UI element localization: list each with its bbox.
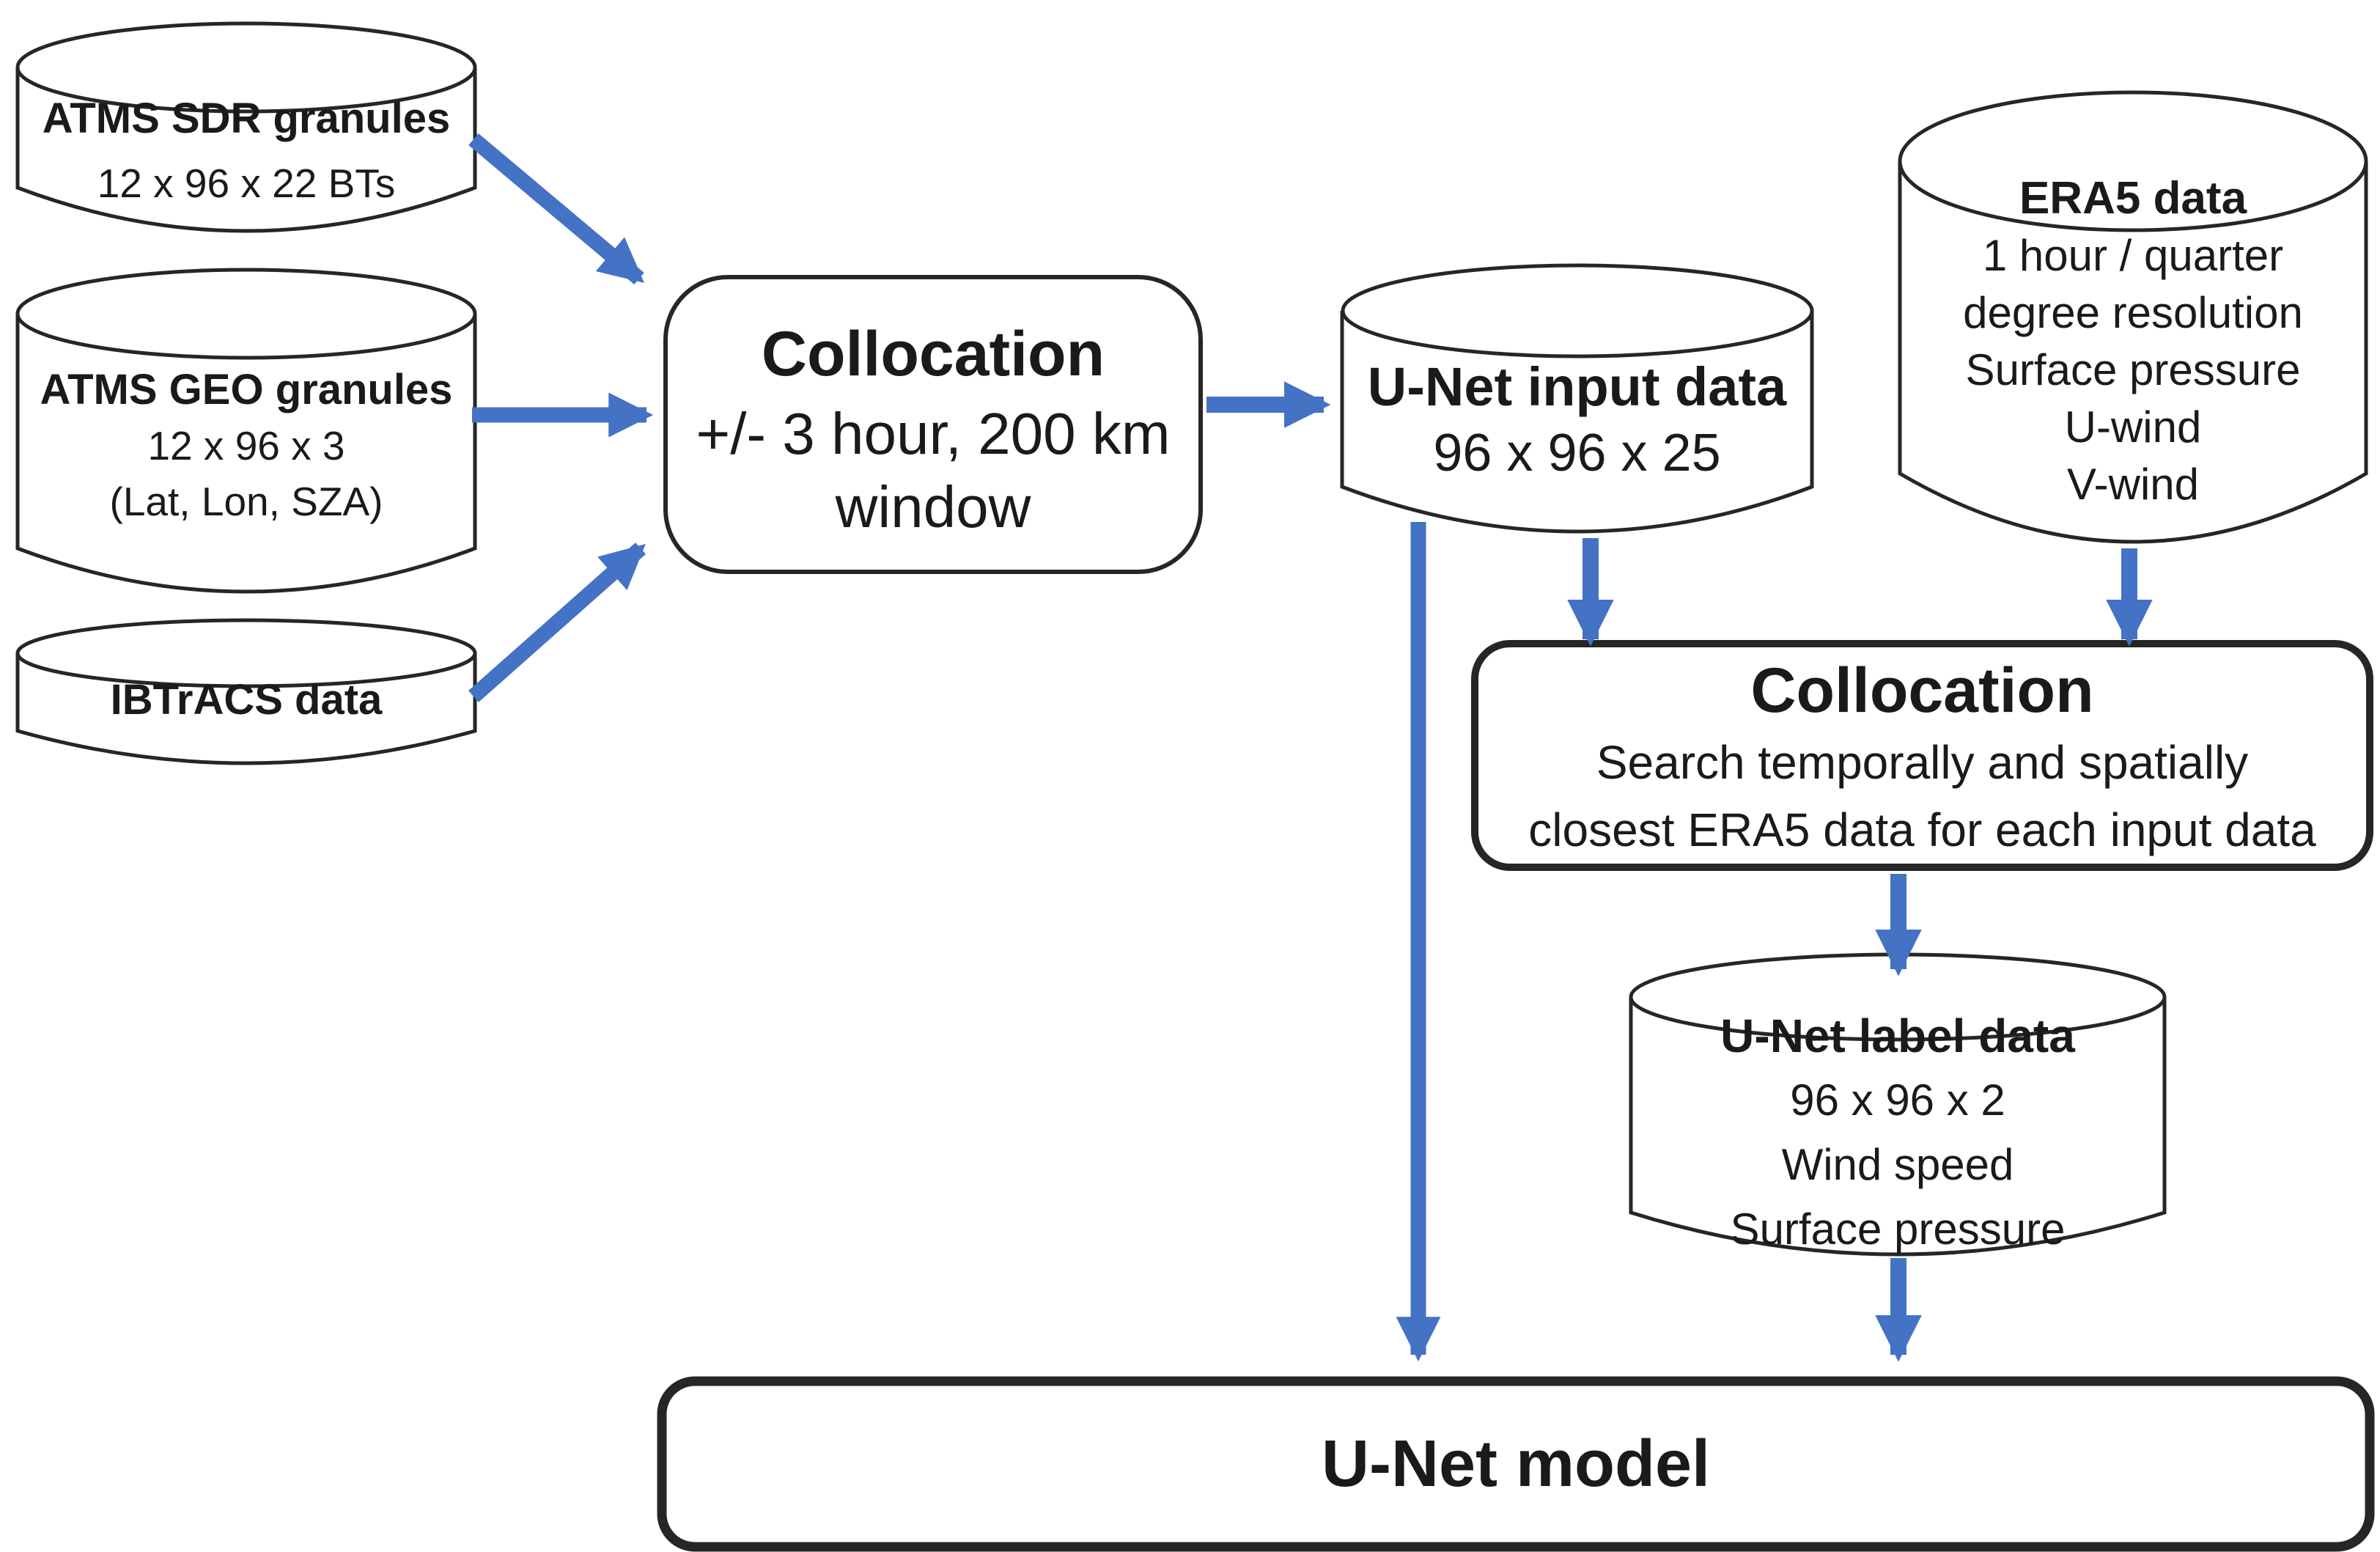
cylinder-top <box>1341 263 1814 358</box>
node-detail: 96 x 96 x 25 <box>1433 424 1721 482</box>
cylinder-body <box>15 67 477 233</box>
node-unet-label-cylinder <box>1629 952 2167 1257</box>
node-detail: V-wind <box>2066 460 2200 509</box>
node-title: ATMS SDR granules <box>42 95 451 142</box>
node-title: Collocation <box>1750 655 2094 726</box>
node-detail: window <box>835 474 1031 540</box>
node-atms-geo-cylinder <box>15 268 477 594</box>
node-unet-input-cylinder <box>1340 263 1814 534</box>
node-ibtracs-cylinder <box>15 618 477 765</box>
node-unet-label-label: U-Net label data 96 x 96 x 2 Wind speed … <box>1631 1004 2165 1262</box>
node-detail: Surface pressure <box>1965 345 2301 394</box>
node-unet-model-box <box>657 1376 2375 1552</box>
node-detail: (Lat, Lon, SZA) <box>109 479 383 524</box>
node-collocation-1-box <box>663 275 1203 574</box>
node-title: ERA5 data <box>2019 173 2247 224</box>
node-detail: 96 x 96 x 2 <box>1790 1075 2005 1125</box>
cylinder-top <box>1898 90 2368 232</box>
node-detail: Search temporally and spatially <box>1596 736 2249 789</box>
node-unet-input-label: U-Net input data 96 x 96 x 25 <box>1342 355 1812 487</box>
arrow-atms-sdr-to-collocation-1 <box>468 133 644 285</box>
cylinder-body <box>1629 997 2167 1257</box>
cylinder-body <box>1898 161 2368 544</box>
node-title: U-Net model <box>1321 1427 1711 1501</box>
node-era5-label: ERA5 data 1 hour / quarter degree resolu… <box>1900 170 2366 513</box>
node-collocation-2-label: Collocation Search temporally and spatia… <box>1475 652 2370 864</box>
node-detail: 12 x 96 x 3 <box>147 423 345 468</box>
cylinder-body <box>1340 311 1814 534</box>
node-ibtracs-label: IBTrACS data <box>18 669 475 732</box>
node-collocation-1-label: Collocation +/- 3 hour, 200 km window <box>666 311 1201 544</box>
node-title: IBTrACS data <box>110 676 383 724</box>
cylinder-body <box>15 314 477 594</box>
node-detail: Surface pressure <box>1730 1205 2066 1254</box>
node-title: U-Net label data <box>1720 1009 2075 1062</box>
arrow-ibtracs-to-collocation-1 <box>468 543 646 702</box>
node-title: U-Net input data <box>1367 356 1787 417</box>
node-atms-sdr-label: ATMS SDR granules 12 x 96 x 22 BTs <box>18 87 475 216</box>
node-atms-geo-label: ATMS GEO granules 12 x 96 x 3 (Lat, Lon,… <box>18 362 475 529</box>
node-unet-model-label: U-Net model <box>662 1381 2370 1547</box>
cylinder-top <box>15 268 477 360</box>
node-detail: 12 x 96 x 22 BTs <box>97 161 396 206</box>
node-collocation-2-box <box>1471 640 2373 871</box>
node-detail: 1 hour / quarter <box>1982 231 2284 280</box>
cylinder-top <box>15 618 477 688</box>
cylinder-top <box>15 21 477 114</box>
node-detail: closest ERA5 data for each input data <box>1528 803 2316 856</box>
node-detail: Wind speed <box>1781 1140 2014 1189</box>
node-detail: +/- 3 hour, 200 km <box>696 401 1171 466</box>
node-title: Collocation <box>761 319 1105 389</box>
node-era5-cylinder <box>1898 90 2368 544</box>
node-atms-sdr-cylinder <box>15 21 477 233</box>
node-detail: degree resolution <box>1963 288 2303 337</box>
node-title: ATMS GEO granules <box>40 366 453 413</box>
node-detail: U-wind <box>2064 402 2202 452</box>
